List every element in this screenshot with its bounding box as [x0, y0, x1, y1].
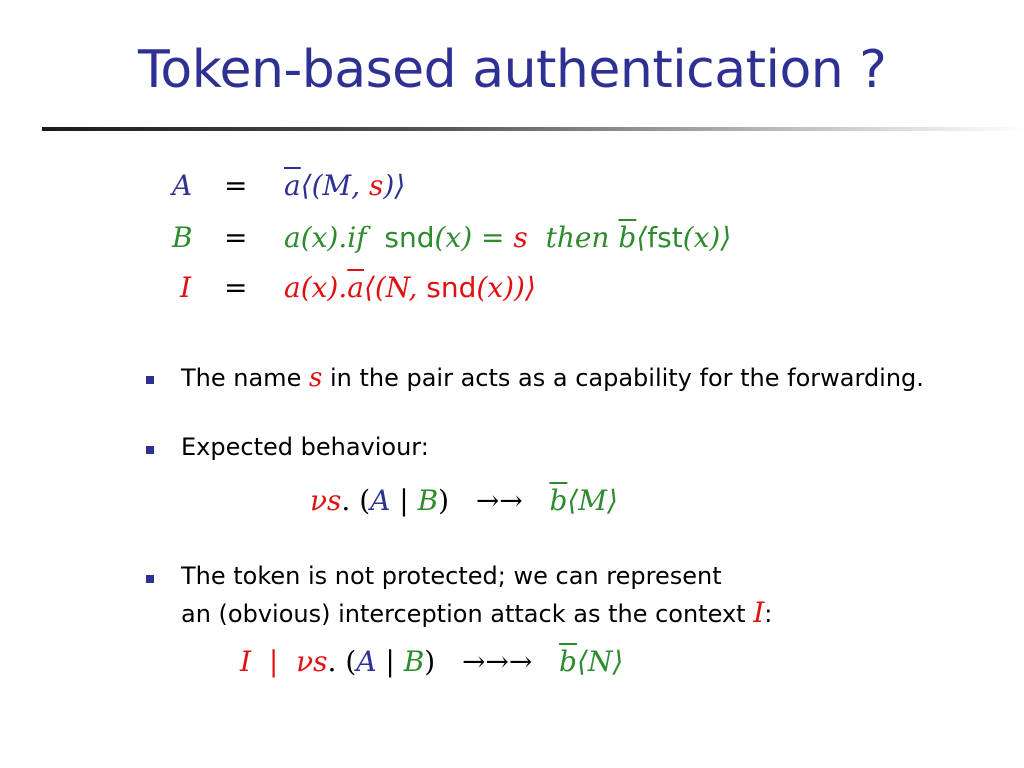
formula1-channel: b [549, 484, 568, 517]
bullet-capability-pre: The name [181, 364, 309, 392]
bullet-marker [146, 575, 154, 583]
equation-i-output-channel: a [347, 271, 364, 304]
equation-i-pair-open: ⟨(N, [363, 271, 427, 304]
equation-a-secret: s [369, 169, 384, 202]
equation-b-cond: (x) = [434, 221, 514, 254]
formula2-open: . ( [327, 645, 357, 678]
equation-i-snd: snd [426, 271, 477, 304]
equation-a-rhs: a⟨(M, s)⟩ [284, 166, 405, 206]
equation-b-secret: s [513, 221, 528, 254]
equation-a-pair-open: ⟨(M, [300, 169, 370, 202]
equation-i-input: a(x). [284, 271, 348, 304]
formula2-restriction: νs [296, 645, 328, 678]
equation-i-pair-close: (x))⟩ [476, 271, 536, 304]
formula2-intruder: I [240, 645, 252, 678]
bullet-capability-var: s [308, 363, 323, 393]
formula2-reduces: →→→ [461, 645, 533, 678]
equation-b-out-open: ⟨ [636, 221, 648, 254]
equation-b-then: then [545, 221, 610, 254]
equation-b-if: if [347, 221, 367, 254]
bullet-capability-post: in the pair acts as a capability for the… [322, 364, 924, 392]
bullet-token-line2-pre: an (obvious) interception attack as the … [181, 600, 754, 628]
formula2-close: ) [424, 645, 436, 678]
equation-i-eq: = [224, 271, 248, 304]
formula2-parallel-outer: | [268, 645, 279, 678]
formula2-parallel: | [376, 645, 404, 678]
formula1-reduces: →→ [475, 484, 523, 517]
formula2-b: B [403, 645, 425, 678]
formula2-channel: b [559, 645, 577, 678]
equation-i-lhs: I [180, 271, 192, 304]
title-divider [42, 127, 1024, 131]
equation-a-eq: = [224, 169, 248, 202]
formula1-close: ) [438, 484, 450, 517]
equation-b-eq: = [224, 221, 248, 254]
bullet-marker [146, 446, 154, 454]
formula1-a: A [370, 484, 391, 517]
bullet-token-line2-post: : [764, 600, 773, 628]
bullet-marker [146, 376, 154, 384]
bullet-token-var: I [753, 596, 765, 629]
bullet-capability: The name s in the pair acts as a capabil… [181, 360, 924, 396]
formula2-a: A [356, 645, 377, 678]
bullet-token-line1: The token is not protected; we can repre… [181, 562, 722, 590]
formula2-output: ⟨N⟩ [576, 645, 624, 678]
equation-b-input: a(x). [284, 221, 348, 254]
equation-b-fst: fst [647, 221, 683, 254]
equation-b-output-channel: b [618, 221, 637, 254]
equation-a-output-channel: a [284, 169, 301, 202]
interception-formula: I | νs. (A | B) →→→ b⟨N⟩ [240, 642, 623, 682]
formula1-parallel: | [390, 484, 418, 517]
formula1-open: . ( [341, 484, 371, 517]
formula1-restriction: νs [310, 484, 342, 517]
bullet-token-line2: an (obvious) interception attack as the … [181, 595, 772, 632]
equation-b-out-close: (x)⟩ [682, 221, 732, 254]
formula1-b: B [417, 484, 439, 517]
equation-a-pair-close: )⟩ [383, 169, 406, 202]
formula1-output: ⟨M⟩ [567, 484, 618, 517]
equation-b-lhs: B [172, 221, 193, 254]
slide-title: Token-based authentication ? [138, 40, 887, 100]
equation-i-rhs: a(x).a⟨(N, snd(x))⟩ [284, 268, 536, 308]
equation-a-lhs: A [172, 169, 193, 202]
equation-b-snd: snd [384, 221, 435, 254]
expected-behaviour-formula: νs. (A | B) →→ b⟨M⟩ [310, 481, 618, 521]
equation-b-rhs: a(x).if snd(x) = s then b⟨fst(x)⟩ [284, 218, 731, 258]
bullet-expected: Expected behaviour: [181, 433, 429, 461]
